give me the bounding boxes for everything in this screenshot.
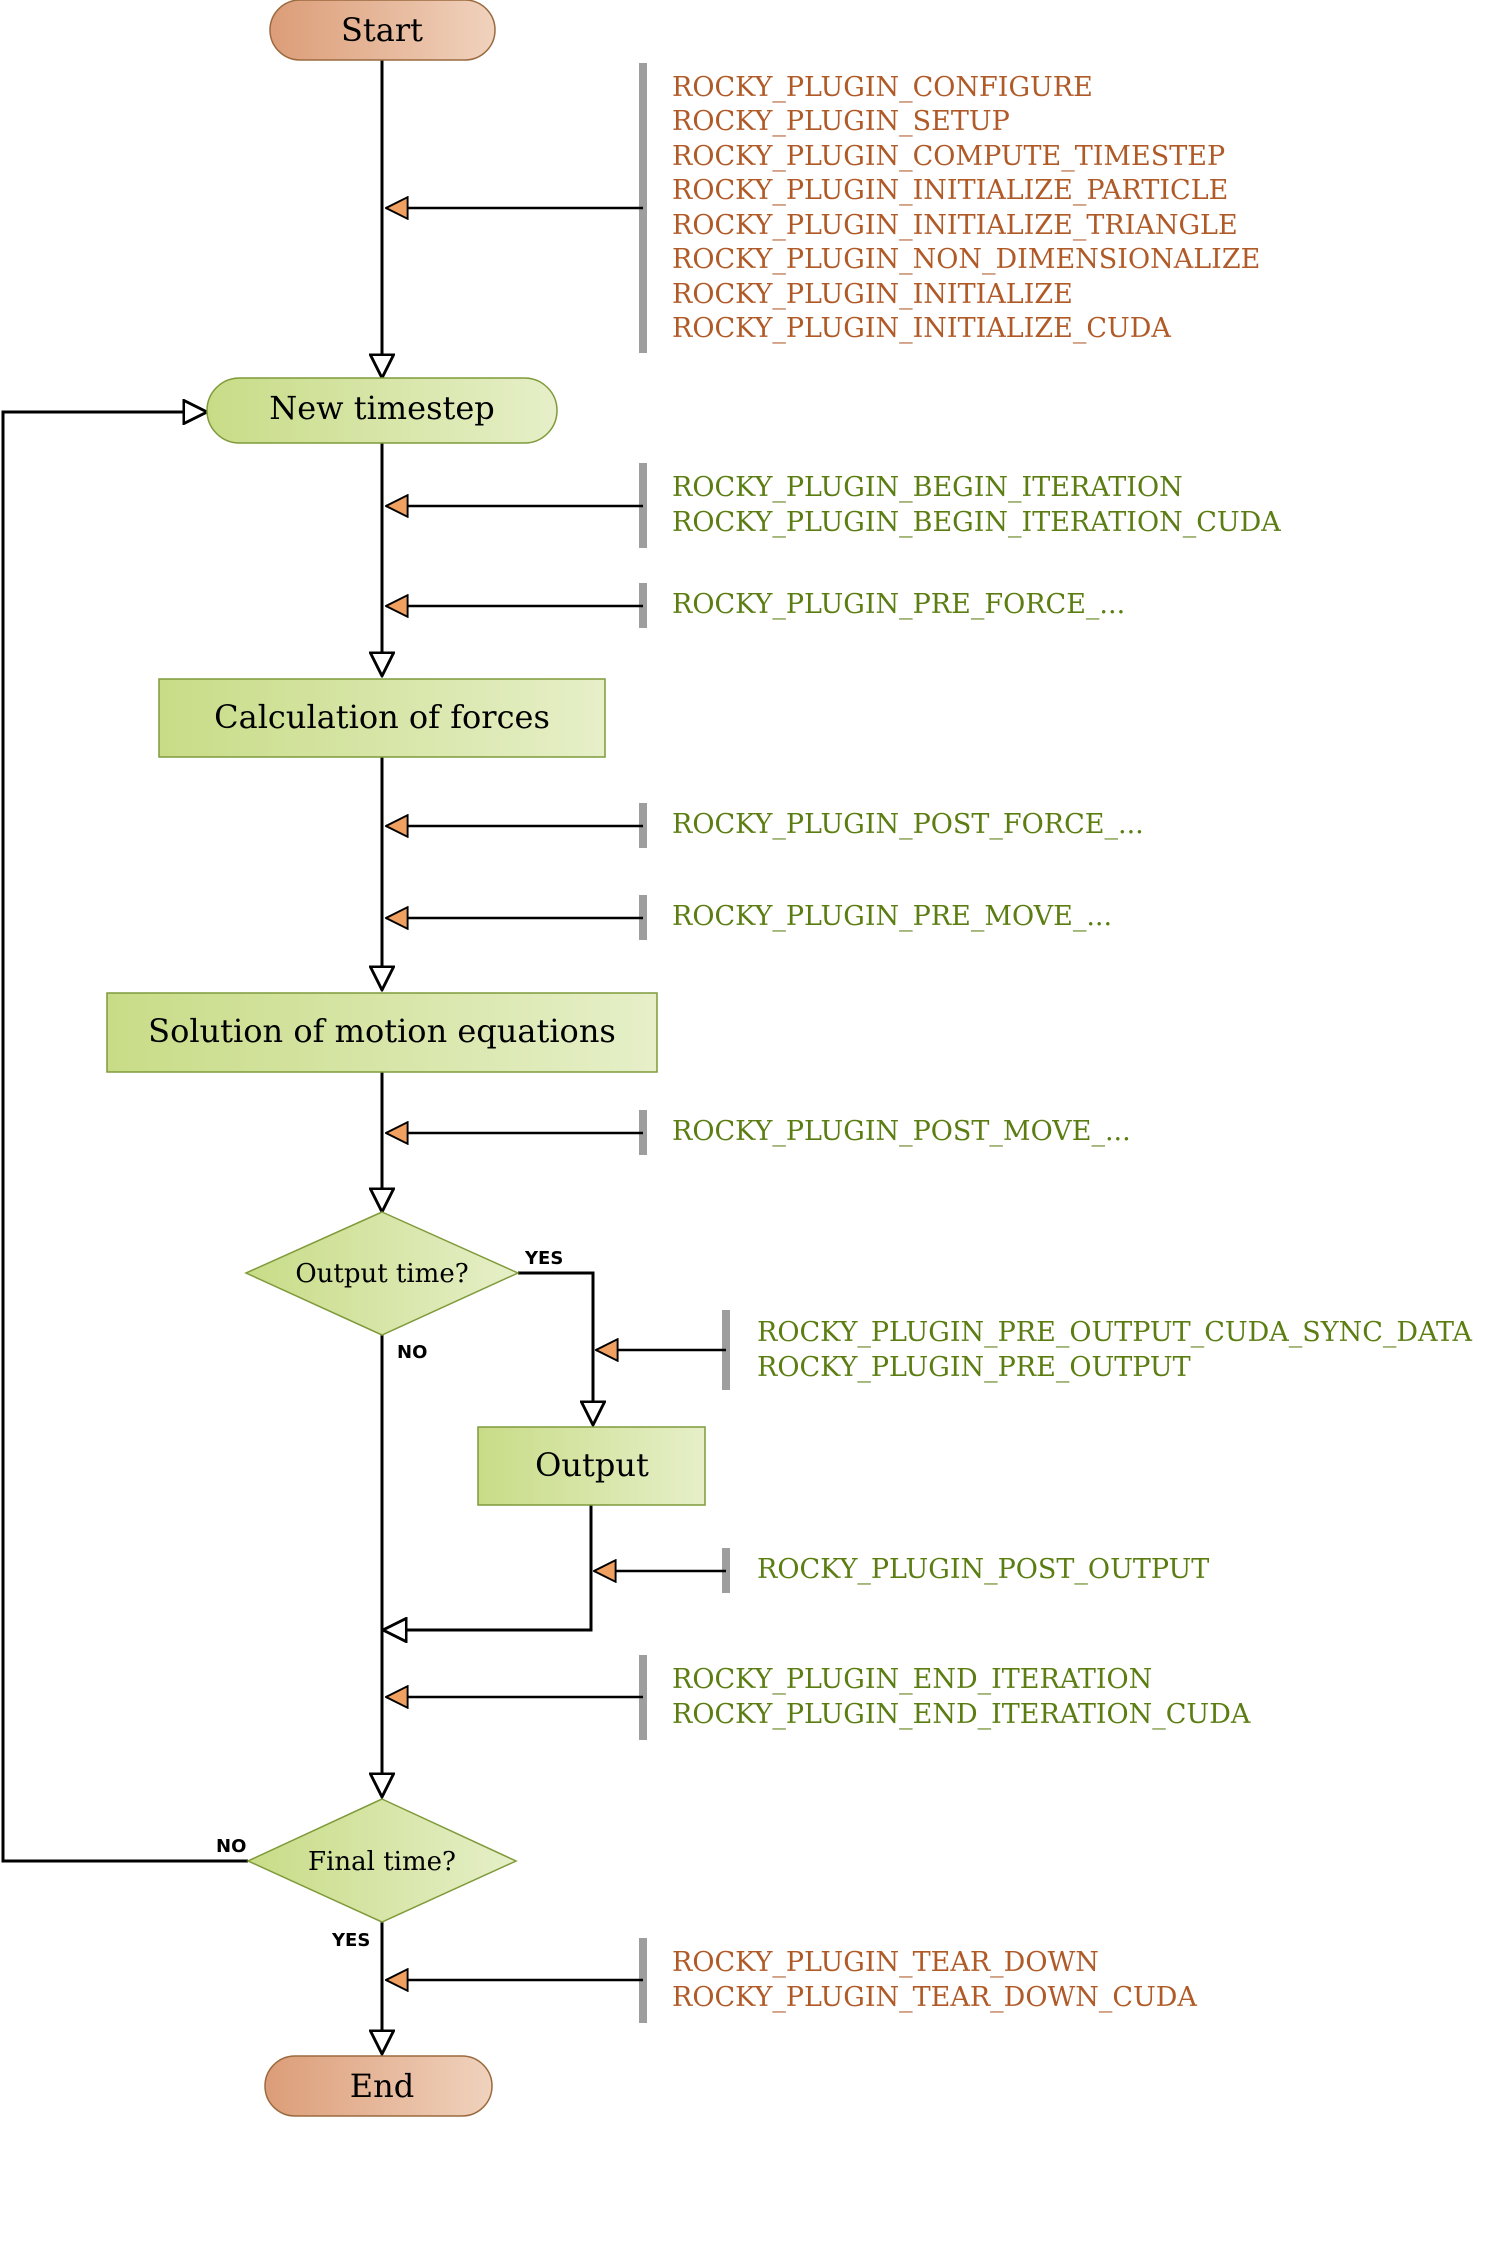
output-time-decision: Output time? bbox=[244, 1211, 520, 1336]
hook-label: ROCKY_PLUGIN_BEGIN_ITERATION bbox=[672, 472, 1183, 503]
hook-label: ROCKY_PLUGIN_SETUP bbox=[672, 106, 1010, 137]
hook-group-pre-output: ROCKY_PLUGIN_PRE_OUTPUT_CUDA_SYNC_DATA R… bbox=[596, 1310, 1473, 1390]
final-no-label: NO bbox=[216, 1836, 246, 1857]
hook-group-pre-move: ROCKY_PLUGIN_PRE_MOVE_... bbox=[386, 895, 1112, 940]
motion-node: Solution of motion equations bbox=[106, 992, 658, 1073]
hook-label: ROCKY_PLUGIN_INITIALIZE bbox=[672, 279, 1073, 310]
final-time-label: Final time? bbox=[308, 1847, 456, 1877]
hook-group-tear-down: ROCKY_PLUGIN_TEAR_DOWN ROCKY_PLUGIN_TEAR… bbox=[386, 1938, 1197, 2023]
output-time-label: Output time? bbox=[295, 1259, 468, 1289]
hook-group-post-force: ROCKY_PLUGIN_POST_FORCE_... bbox=[386, 803, 1144, 848]
hook-label: ROCKY_PLUGIN_BEGIN_ITERATION_CUDA bbox=[672, 507, 1281, 538]
final-time-decision: Final time? bbox=[246, 1798, 518, 1923]
hook-label: ROCKY_PLUGIN_CONFIGURE bbox=[672, 72, 1093, 103]
hook-label: ROCKY_PLUGIN_TEAR_DOWN bbox=[672, 1947, 1099, 1978]
end-node: End bbox=[264, 2055, 493, 2117]
connector-final-no-loop bbox=[1, 412, 248, 1863]
hook-label: ROCKY_PLUGIN_END_ITERATION_CUDA bbox=[672, 1699, 1251, 1730]
forces-label: Calculation of forces bbox=[214, 698, 550, 736]
hook-label: ROCKY_PLUGIN_INITIALIZE_PARTICLE bbox=[672, 175, 1228, 206]
new-timestep-label: New timestep bbox=[269, 389, 495, 427]
hook-group-pre-force: ROCKY_PLUGIN_PRE_FORCE_... bbox=[386, 583, 1125, 628]
hook-label: ROCKY_PLUGIN_COMPUTE_TIMESTEP bbox=[672, 141, 1225, 172]
hook-label: ROCKY_PLUGIN_PRE_MOVE_... bbox=[672, 901, 1112, 932]
output-node: Output bbox=[477, 1426, 706, 1506]
output-no-label: NO bbox=[397, 1342, 427, 1363]
hook-label: ROCKY_PLUGIN_POST_FORCE_... bbox=[672, 809, 1144, 840]
hook-label: ROCKY_PLUGIN_POST_OUTPUT bbox=[757, 1554, 1209, 1585]
output-yes-label: YES bbox=[524, 1248, 563, 1269]
end-label: End bbox=[350, 2067, 414, 2105]
connector-output-yes bbox=[518, 1271, 593, 1425]
forces-node: Calculation of forces bbox=[158, 678, 606, 758]
hook-label: ROCKY_PLUGIN_POST_MOVE_... bbox=[672, 1116, 1131, 1147]
start-label: Start bbox=[341, 11, 423, 49]
hook-group-post-output: ROCKY_PLUGIN_POST_OUTPUT bbox=[594, 1548, 1209, 1593]
hook-label: ROCKY_PLUGIN_PRE_FORCE_... bbox=[672, 589, 1125, 620]
start-node: Start bbox=[269, 0, 496, 61]
hook-label: ROCKY_PLUGIN_NON_DIMENSIONALIZE bbox=[672, 244, 1260, 275]
hook-group-begin-iteration: ROCKY_PLUGIN_BEGIN_ITERATION ROCKY_PLUGI… bbox=[386, 463, 1281, 548]
hook-label: ROCKY_PLUGIN_END_ITERATION bbox=[672, 1664, 1152, 1695]
hook-label: ROCKY_PLUGIN_PRE_OUTPUT bbox=[757, 1352, 1191, 1383]
connector-output-return bbox=[383, 1505, 593, 1630]
hook-group-init: ROCKY_PLUGIN_CONFIGURE ROCKY_PLUGIN_SETU… bbox=[386, 63, 1260, 353]
hook-label: ROCKY_PLUGIN_INITIALIZE_CUDA bbox=[672, 313, 1171, 344]
output-label: Output bbox=[535, 1446, 649, 1484]
hook-group-end-iteration: ROCKY_PLUGIN_END_ITERATION ROCKY_PLUGIN_… bbox=[386, 1655, 1251, 1740]
hook-label: ROCKY_PLUGIN_PRE_OUTPUT_CUDA_SYNC_DATA bbox=[757, 1317, 1473, 1348]
hook-label: ROCKY_PLUGIN_TEAR_DOWN_CUDA bbox=[672, 1982, 1197, 2013]
new-timestep-node: New timestep bbox=[206, 377, 558, 444]
hook-group-post-move: ROCKY_PLUGIN_POST_MOVE_... bbox=[386, 1110, 1131, 1155]
motion-label: Solution of motion equations bbox=[148, 1012, 616, 1050]
final-yes-label: YES bbox=[331, 1930, 370, 1951]
hook-label: ROCKY_PLUGIN_INITIALIZE_TRIANGLE bbox=[672, 210, 1238, 241]
